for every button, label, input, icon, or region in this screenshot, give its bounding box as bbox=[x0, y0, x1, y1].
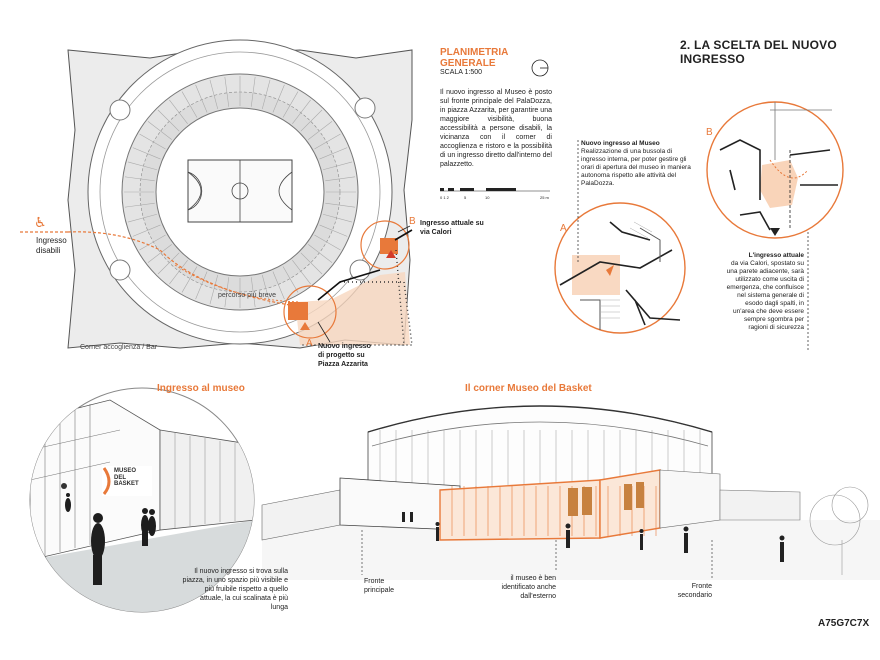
seating-line bbox=[181, 91, 198, 118]
seating-line bbox=[325, 176, 356, 182]
seating-line bbox=[209, 79, 219, 110]
detail-a-circle bbox=[554, 202, 686, 334]
scale-tick-3: 25 m bbox=[540, 195, 549, 200]
label-front-main: Fronte principale bbox=[364, 578, 394, 594]
detail-b-caption-body: da via Calori, spostato su una parete ad… bbox=[726, 260, 804, 331]
seating-line bbox=[308, 244, 333, 263]
detail-b-circle bbox=[706, 101, 844, 239]
seating-line bbox=[325, 202, 356, 208]
scale-tick-0: 0 1 2 bbox=[440, 195, 449, 200]
seating-line bbox=[127, 161, 158, 171]
seating-line bbox=[250, 76, 256, 107]
marker-a: A bbox=[306, 338, 313, 349]
seating-line bbox=[314, 133, 341, 150]
label-museum-visible: il museo è ben identificato anche dall'e… bbox=[501, 575, 556, 600]
seating-line bbox=[308, 121, 333, 140]
section-title: 2. LA SCELTA DEL NUOVO INGRESSO bbox=[680, 38, 837, 66]
seating-line bbox=[195, 271, 208, 300]
seating-line bbox=[272, 84, 285, 113]
seating-line bbox=[169, 99, 188, 124]
seating-line bbox=[147, 244, 172, 263]
scale-tick-2: 10 bbox=[485, 195, 490, 200]
seating-line bbox=[314, 234, 341, 251]
label-new-entrance: Nuovo ingresso di progetto su Piazza Azz… bbox=[318, 343, 371, 368]
seating-line bbox=[139, 133, 166, 150]
museum-sign-text: MUSEO DEL BASKET bbox=[104, 468, 139, 488]
seating-line bbox=[132, 224, 161, 237]
seating-line bbox=[272, 271, 285, 300]
label-disabled-entrance: Ingresso disabili bbox=[36, 236, 67, 255]
plan-scale: SCALA 1:500 bbox=[440, 69, 483, 76]
seating-line bbox=[224, 277, 230, 308]
seating-line bbox=[157, 109, 180, 132]
sign-line-3: BASKET bbox=[114, 481, 139, 487]
seating-line bbox=[139, 234, 166, 251]
view-left-caption: Il nuovo ingresso si trova sulla piazza,… bbox=[182, 568, 288, 611]
seating-line bbox=[181, 266, 198, 293]
label-shortest-path: percorso più breve bbox=[218, 292, 276, 299]
seating-line bbox=[319, 147, 348, 160]
detail-b-caption: L'ingresso attuale da via Calori, sposta… bbox=[726, 252, 804, 332]
seating-line bbox=[282, 91, 299, 118]
label-front-secondary: Fronte secondario bbox=[677, 583, 712, 599]
plan-title-line1: PLANIMETRIA bbox=[440, 47, 509, 58]
seating-line bbox=[195, 84, 208, 113]
detail-a-marker: A bbox=[560, 223, 567, 234]
seating-line bbox=[132, 147, 161, 160]
museum-entrance-view bbox=[29, 387, 255, 613]
seating-line bbox=[147, 121, 172, 140]
seating-line bbox=[322, 213, 353, 223]
sign-line-1: MUSEO bbox=[114, 468, 137, 474]
detail-b-caption-title: L'ingresso attuale bbox=[748, 252, 804, 259]
detail-a-caption-body: Realizzazione di una bussola di ingresso… bbox=[581, 148, 691, 187]
seating-line bbox=[169, 260, 188, 285]
seating-line bbox=[300, 252, 323, 275]
scale-tick-1: 5 bbox=[464, 195, 467, 200]
label-current-entrance: Ingresso attuale su via Calori bbox=[420, 220, 484, 236]
seating-line bbox=[282, 266, 299, 293]
view-left-title: Ingresso al museo bbox=[157, 383, 245, 394]
scale-labels: 0 1 2 5 10 25 m bbox=[440, 195, 555, 203]
project-code: A75G7C7X bbox=[818, 618, 870, 629]
seating-line bbox=[319, 224, 348, 237]
seating-line bbox=[209, 274, 219, 305]
label-corner-bar: Corner accoglienza / Bar bbox=[80, 344, 158, 351]
seating-line bbox=[224, 76, 230, 107]
wheelchair-icon: ♿ bbox=[34, 214, 47, 230]
detail-a-caption-title: Nuovo ingresso al Museo bbox=[581, 140, 660, 147]
seating-line bbox=[127, 213, 158, 223]
seating-line bbox=[250, 277, 256, 308]
seating-line bbox=[292, 260, 311, 285]
sign-line-2: DEL bbox=[114, 474, 126, 481]
museum-sign bbox=[102, 466, 152, 496]
seating-line bbox=[300, 109, 323, 132]
seating-line bbox=[322, 161, 353, 171]
view-right-title: Il corner Museo del Basket bbox=[465, 383, 592, 394]
scale-bar bbox=[440, 188, 550, 192]
seating-line bbox=[157, 252, 180, 275]
seating-line bbox=[261, 79, 271, 110]
plan-description: Il nuovo ingresso al Museo è posto sul f… bbox=[440, 89, 552, 168]
detail-b-marker: B bbox=[706, 127, 713, 138]
paladozza-exterior-view bbox=[261, 405, 880, 580]
seating-line bbox=[124, 176, 155, 182]
plan-title-line2: GENERALE bbox=[440, 58, 496, 69]
seating-line bbox=[124, 202, 155, 208]
detail-a-caption: Nuovo ingresso al Museo Realizzazione di… bbox=[581, 140, 691, 188]
plan-title: PLANIMETRIA GENERALE bbox=[440, 47, 508, 69]
seating-line bbox=[292, 99, 311, 124]
marker-b: B bbox=[409, 216, 416, 227]
